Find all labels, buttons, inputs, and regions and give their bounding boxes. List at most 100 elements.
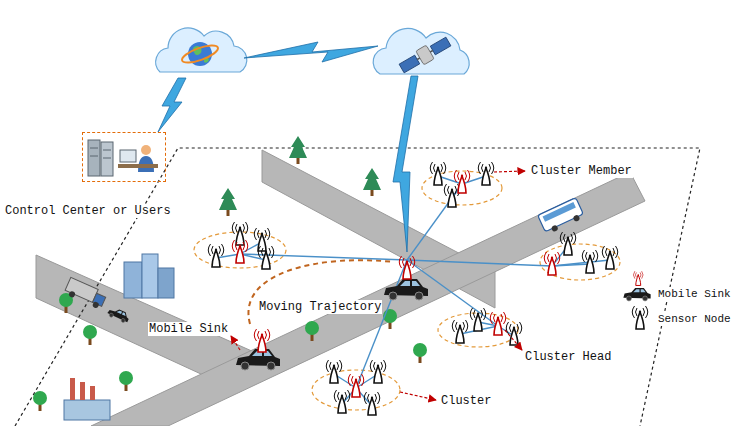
road	[91, 172, 645, 426]
bus	[543, 202, 576, 222]
cluster-head	[490, 312, 506, 335]
cluster-head	[348, 374, 364, 397]
building	[158, 268, 174, 298]
legend-icon	[623, 288, 650, 301]
sensor-node	[560, 232, 576, 255]
wireless-link	[158, 78, 186, 132]
cluster-head	[232, 170, 560, 397]
network-link	[407, 184, 462, 260]
tree	[33, 136, 427, 411]
leader-arrow	[505, 330, 522, 350]
callout-label: Cluster Member	[530, 164, 633, 178]
sensor-node	[208, 244, 224, 267]
cluster-head	[544, 252, 560, 275]
satellite-cloud	[399, 55, 420, 73]
callout-label: Cluster Head	[524, 350, 612, 364]
bus	[573, 214, 581, 222]
legend-icon	[623, 271, 650, 329]
bus	[538, 198, 585, 236]
network-link	[216, 176, 610, 406]
legend-text: Sensor Node	[658, 313, 731, 325]
bus	[551, 224, 559, 232]
sensor-node	[582, 250, 598, 273]
control-center-icon	[88, 140, 100, 176]
legend-item: Sensor Node	[657, 312, 732, 326]
internet-cloud	[156, 28, 247, 72]
legend-text: Mobile Sink	[658, 288, 731, 300]
sensor-node	[430, 162, 446, 185]
leader-arrow	[231, 336, 240, 350]
wireless-link	[244, 42, 378, 62]
sensor-node	[258, 246, 274, 269]
tree	[219, 188, 237, 216]
mobile-sink	[384, 279, 428, 300]
sensor-node	[444, 184, 460, 207]
building	[142, 254, 158, 298]
cluster-ring	[422, 171, 502, 205]
legend-icon	[623, 271, 650, 301]
sensor-node	[254, 228, 270, 251]
tree	[289, 136, 307, 164]
leader-arrow	[400, 392, 436, 400]
truck	[65, 277, 98, 302]
sensor-node	[208, 162, 618, 415]
sensor-node	[478, 162, 494, 185]
leader-arrow	[494, 171, 525, 172]
car	[106, 306, 130, 325]
cluster-head	[232, 240, 248, 263]
control-center-icon	[88, 140, 158, 176]
callout-label: Moving Trajectory	[258, 300, 382, 314]
factory	[90, 386, 95, 400]
mobile-sink	[236, 256, 428, 370]
sensor-node	[452, 320, 468, 343]
satellite-cloud	[373, 28, 469, 75]
node-heading: Control Center or Users	[4, 204, 172, 218]
control-center-node: Control Center or Users	[4, 132, 176, 218]
tree	[83, 325, 97, 345]
cluster-ring	[312, 370, 400, 410]
control-center-icon	[141, 145, 151, 155]
sensor-node	[232, 222, 248, 245]
tree	[383, 309, 397, 329]
satellite-cloud	[398, 35, 453, 76]
callout-label: Mobile Sink	[148, 322, 229, 336]
network-link	[356, 260, 407, 388]
tree	[33, 391, 47, 411]
satellite-cloud	[373, 28, 469, 74]
car	[106, 306, 130, 325]
building	[124, 262, 142, 298]
leader-arrow	[231, 171, 525, 400]
truck	[68, 290, 76, 298]
legend-icon	[632, 306, 648, 329]
cluster-head	[454, 170, 470, 193]
sensor-node	[364, 392, 380, 415]
factory	[80, 382, 85, 400]
sensor-node	[602, 246, 618, 269]
building	[124, 254, 174, 298]
cluster-ring	[540, 244, 620, 280]
mobile-sink	[254, 329, 270, 352]
bus	[538, 198, 584, 232]
satellite-cloud	[430, 37, 451, 55]
control-center-icon	[103, 150, 111, 151]
wireless-link	[393, 76, 418, 252]
callout-label: Cluster	[440, 394, 492, 408]
factory	[70, 378, 75, 400]
control-center-icon	[101, 142, 113, 176]
mobile-sink	[399, 256, 415, 279]
internet-cloud	[156, 28, 247, 72]
truck	[92, 301, 100, 309]
sensor-node	[506, 322, 522, 345]
legend-icon	[633, 271, 643, 285]
control-center-icon	[90, 156, 98, 157]
tree	[363, 168, 381, 196]
control-center-icon	[118, 164, 158, 168]
legend-item: Mobile Sink	[657, 287, 732, 301]
sensor-node	[470, 308, 486, 331]
control-center-icon	[90, 148, 98, 149]
wireless-link	[158, 42, 418, 252]
truck	[63, 277, 107, 310]
factory	[64, 378, 110, 420]
control-center-icon	[103, 158, 111, 159]
